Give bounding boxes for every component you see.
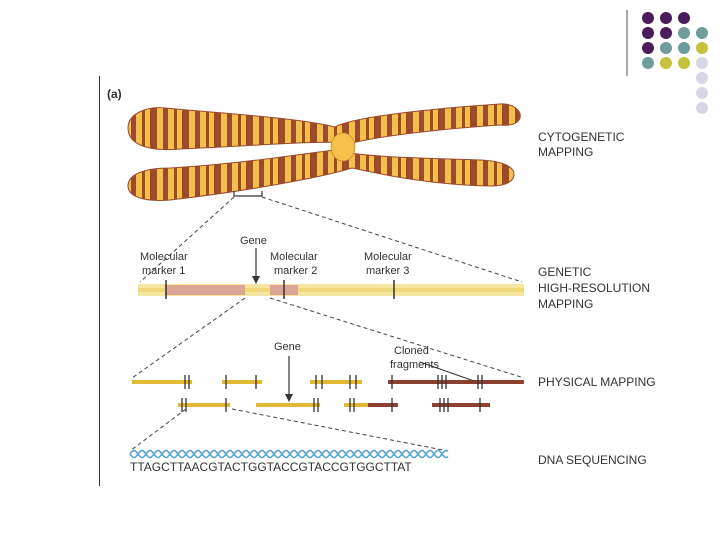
fragment (256, 403, 320, 407)
fragment (222, 380, 262, 384)
decor-dot (696, 102, 708, 114)
chromosome-upper-arm (127, 103, 521, 151)
decor-dot (696, 27, 708, 39)
decor-dot (678, 12, 690, 24)
marker-3-label-line2: marker 3 (366, 265, 409, 277)
physical-map-fragments (132, 375, 524, 412)
gene-arrow-2-head (285, 394, 293, 402)
decor-dot (660, 42, 672, 54)
panel-label: (a) (107, 87, 122, 101)
decor-dot (678, 42, 690, 54)
decor-dot (678, 57, 690, 69)
zoom-line-right-2 (269, 297, 525, 379)
stage-sequencing: DNA SEQUENCING (538, 453, 647, 467)
fragment (388, 380, 524, 384)
gene-label: Gene (240, 235, 267, 247)
decor-dot (696, 42, 708, 54)
marker-1-label-line2: marker 1 (142, 265, 185, 277)
marker-2-label-line1: Molecular (270, 251, 318, 263)
decor-dot (696, 87, 708, 99)
stage-cytogenetic-line1: CYTOGENETIC (538, 130, 625, 144)
chromosome (127, 103, 521, 201)
marker-2-label-line2: marker 2 (274, 265, 317, 277)
zoom-line-right-1 (261, 196, 523, 283)
stage-genetic-line2: HIGH-RESOLUTION (538, 281, 650, 295)
region-bracket (233, 191, 263, 197)
decor-dot (660, 12, 672, 24)
marker-1-label-line1: Molecular (140, 251, 188, 263)
decor-dot (642, 57, 654, 69)
zoom-line-right-3 (231, 408, 449, 452)
decor-dot (642, 42, 654, 54)
gene-label-2: Gene (274, 341, 301, 353)
zoom-line-left-1 (139, 196, 235, 283)
decor-dot (696, 72, 708, 84)
track-core (138, 288, 524, 292)
zoom-line-left-2 (131, 297, 246, 379)
track-pink-segment-1 (165, 285, 245, 295)
cloned-label-line2: fragments (390, 359, 439, 371)
decor-dot (678, 27, 690, 39)
decor-dot (642, 12, 654, 24)
stage-genetic-line1: GENETIC (538, 265, 592, 279)
fragment (368, 403, 398, 407)
genetic-map-track (138, 280, 524, 299)
fragment (178, 403, 230, 407)
stage-cytogenetic-line2: MAPPING (538, 145, 593, 159)
fragment (132, 380, 192, 384)
gene-arrow-1-head (252, 276, 260, 284)
fragment (432, 403, 490, 407)
decor-dot (660, 57, 672, 69)
decorative-dot-grid (626, 10, 708, 114)
decor-dot (660, 27, 672, 39)
chromosome-lower-arm (127, 149, 515, 201)
dna-strand (129, 449, 449, 459)
dna-sequence: TTAGCTTAACGTACTGGTACCGTACCGTGGCTTAT (130, 460, 412, 474)
decor-dot (696, 57, 708, 69)
fragment (310, 380, 362, 384)
dna-double-helix (129, 449, 449, 459)
stage-genetic-line3: MAPPING (538, 297, 593, 311)
fragment (344, 403, 368, 407)
centromere (330, 132, 356, 162)
cloned-label-line1: Cloned (394, 345, 429, 357)
cloned-pointer (419, 361, 475, 382)
stage-physical: PHYSICAL MAPPING (538, 375, 656, 389)
zoom-line-left-3 (129, 408, 187, 452)
marker-3-label-line1: Molecular (364, 251, 412, 263)
figure-left-border (99, 76, 100, 486)
dna-strand (129, 449, 449, 459)
decor-dot (642, 27, 654, 39)
decor-dots (642, 12, 708, 114)
